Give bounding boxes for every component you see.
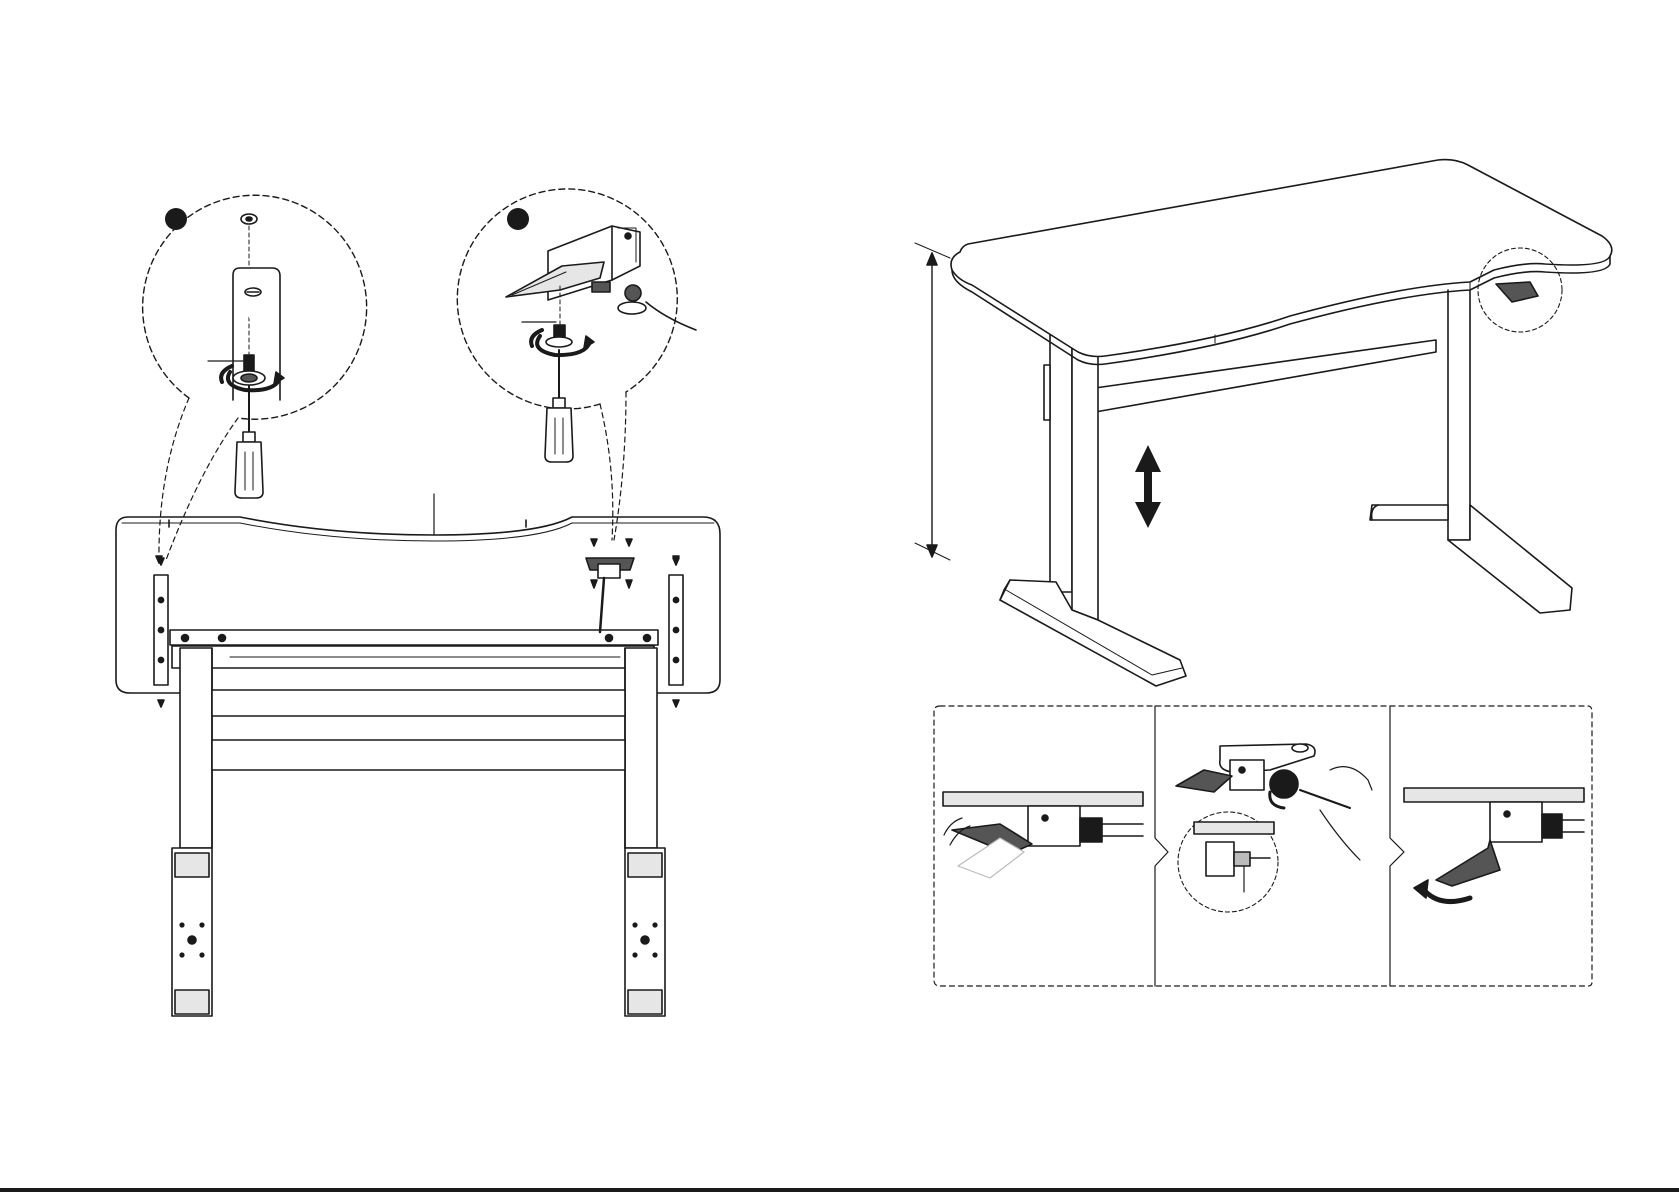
control-paddle-screw-detail xyxy=(457,189,696,462)
height-adjust-callout xyxy=(1135,445,1161,528)
leg-bracket-screw-detail xyxy=(143,195,367,498)
step-marker-1 xyxy=(165,208,187,230)
assembled-desk-view xyxy=(915,160,1612,686)
step-marker-2 xyxy=(507,208,529,230)
left-leg xyxy=(172,648,212,1016)
height-dimension xyxy=(915,243,950,560)
left-mounting-bracket xyxy=(154,558,168,707)
paddle-instruction-panels xyxy=(934,706,1592,986)
right-mounting-bracket xyxy=(669,558,683,707)
page-bottom-rule xyxy=(0,1188,1679,1192)
screwdriver-icon xyxy=(235,386,263,498)
cross-beam xyxy=(170,630,658,668)
control-paddle xyxy=(1496,282,1538,302)
underside-assembly-view xyxy=(116,392,720,1016)
double-arrow-icon xyxy=(1135,445,1161,528)
right-leg xyxy=(625,648,665,1016)
